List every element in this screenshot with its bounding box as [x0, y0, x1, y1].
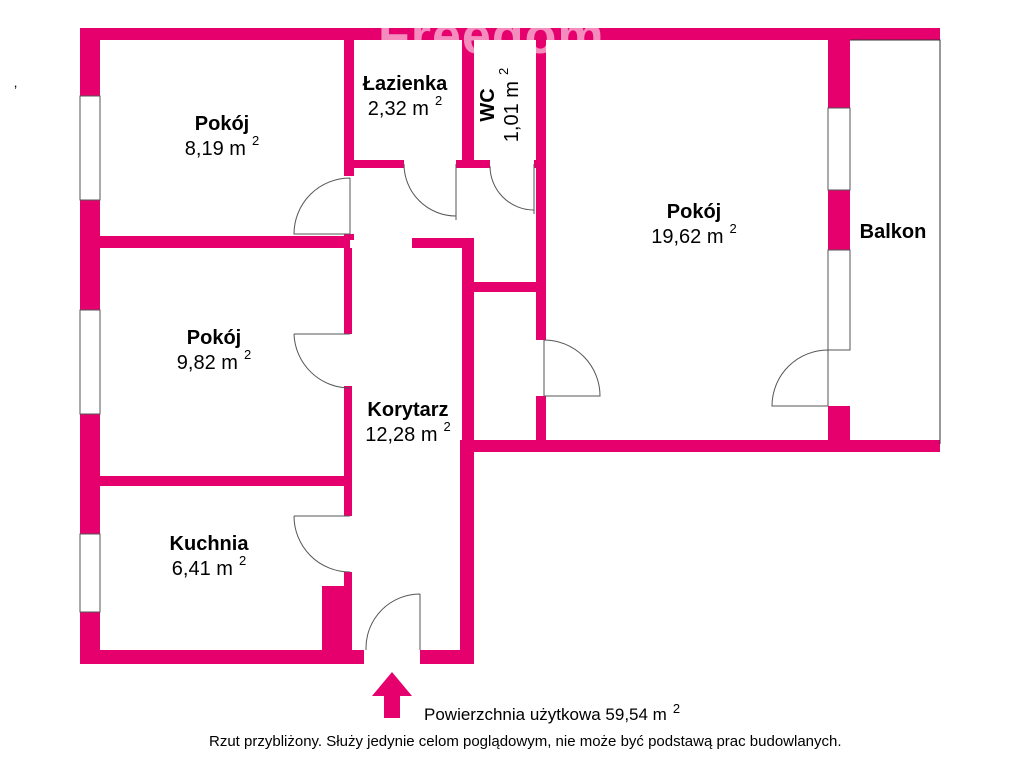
wall-top	[80, 28, 940, 40]
doors	[293, 163, 829, 650]
corner-tick-mark: ‚	[14, 74, 18, 90]
watermark: Freedom	[378, 7, 605, 65]
opening-room1	[344, 176, 354, 234]
door-balcony	[771, 349, 829, 407]
wall-inner-stub-horizontal	[412, 238, 474, 248]
window-large-2	[827, 249, 851, 351]
door-kitchen	[293, 515, 351, 573]
room-name: Kuchnia	[169, 533, 249, 555]
window-kitchen	[79, 533, 101, 613]
wall-room1-bottom	[100, 236, 350, 248]
windows	[79, 95, 851, 613]
opening-wc	[490, 158, 534, 170]
wall-bath-wc	[462, 40, 474, 165]
room-name: Balkon	[859, 221, 927, 243]
room-label-balkon: Balkon	[860, 220, 927, 245]
door-room1	[293, 177, 351, 235]
opening-kitchen	[344, 516, 354, 572]
door-wc	[489, 164, 535, 214]
opening-balcony	[826, 350, 852, 406]
wall-room1-right	[344, 40, 354, 240]
room-area: 1,01 m2	[496, 67, 523, 143]
wall-inner-stub-vertical	[462, 238, 474, 450]
wall-room2-right	[344, 248, 352, 648]
disclaimer: Rzut przybliżony. Służy jedynie celom po…	[209, 733, 842, 750]
room-name: Pokój	[186, 327, 242, 349]
door-bath	[403, 163, 457, 220]
room-name: Pokój	[194, 113, 250, 135]
wall-room2-bottom	[100, 476, 350, 486]
opening-bath	[404, 158, 456, 170]
kitchen-column	[322, 586, 352, 650]
window-large-1	[827, 107, 851, 191]
room-name: Pokój	[666, 201, 722, 223]
wall-closet-top	[474, 282, 542, 292]
window-room1	[79, 95, 101, 201]
door-large-room	[543, 339, 601, 397]
room-name: Korytarz	[367, 399, 449, 421]
door-openings	[344, 158, 852, 572]
room-label-wc: WC 1,01 m2	[476, 68, 524, 142]
opening-room2	[344, 334, 354, 386]
room-name: Łazienka	[362, 73, 448, 95]
wall-bottom-main	[474, 440, 940, 452]
room-name: WC	[477, 88, 499, 122]
door-room2	[293, 333, 351, 389]
wall-bottom-left	[80, 650, 364, 664]
wall-corridor-right	[460, 440, 474, 664]
entrance-arrow-icon	[372, 672, 412, 718]
window-room2	[79, 309, 101, 415]
balcony-outline	[850, 39, 941, 444]
door-entrance	[365, 593, 421, 650]
opening-large-room	[534, 340, 548, 396]
wall-wc-right	[536, 40, 546, 440]
